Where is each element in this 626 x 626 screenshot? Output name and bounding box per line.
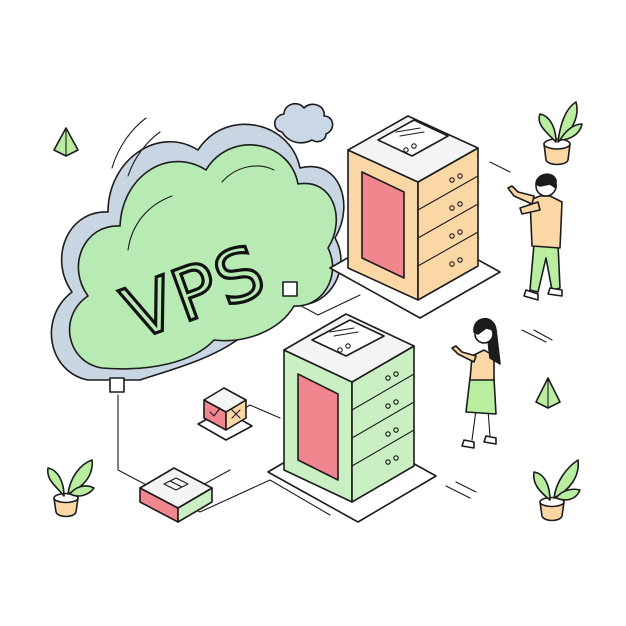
server-rack-green-icon (267, 313, 437, 523)
cloud-connector-right (282, 281, 298, 297)
vps-cloud-icon: VPS (50, 117, 345, 393)
small-cloud-icon (273, 102, 334, 144)
server-rack-orange-icon (329, 115, 501, 319)
cloud-highlight (127, 195, 173, 251)
pyramid-icon (53, 127, 79, 157)
orange-rack-screen (361, 171, 405, 279)
potted-plant-icon (538, 101, 583, 166)
cloud-highlight-2 (221, 165, 275, 183)
decorative-dashes (445, 161, 553, 499)
cloud-motion-line-2 (127, 131, 161, 177)
checklist-box-icon (197, 387, 253, 441)
cloud-connector-left (109, 377, 125, 393)
cloud-front (68, 144, 337, 370)
green-rack-screen (297, 373, 339, 481)
woman-pointing-icon (451, 317, 501, 449)
pyramid-icon-right (535, 377, 561, 409)
cloud-motion-line (111, 117, 147, 169)
potted-plant-icon-bottom-right (532, 459, 581, 522)
potted-plant-icon-bottom-left (46, 459, 95, 518)
modem-device-icon (139, 467, 213, 523)
man-pointing-icon (507, 173, 563, 301)
